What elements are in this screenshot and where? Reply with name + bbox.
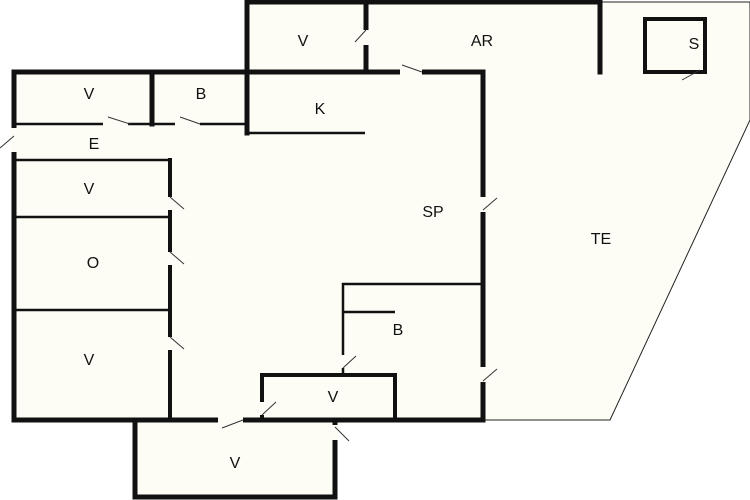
room-label-b-right: B <box>393 322 404 339</box>
room-label-v-top: V <box>298 33 309 50</box>
room-label-v-bottom: V <box>230 455 241 472</box>
room-label-v-left-mid: V <box>84 181 95 198</box>
room-label-s: S <box>689 36 700 53</box>
room-label-o: O <box>87 255 99 272</box>
storage-room-wall <box>643 17 707 74</box>
room-label-te: TE <box>591 231 611 248</box>
floor-fill <box>14 2 750 497</box>
terrace-outline <box>483 1 750 421</box>
room-label-sp: SP <box>422 204 443 221</box>
room-label-b-top: B <box>196 86 207 103</box>
room-label-v-left-top: V <box>84 86 95 103</box>
walls <box>0 0 603 500</box>
room-label-ar: AR <box>471 33 493 50</box>
room-label-v-small: V <box>328 389 339 406</box>
room-label-v-left-bottom: V <box>84 352 95 369</box>
room-labels: V AR S V B K E V SP TE O B V V V <box>84 33 700 472</box>
room-label-k: K <box>315 101 326 118</box>
room-label-e: E <box>89 136 100 153</box>
